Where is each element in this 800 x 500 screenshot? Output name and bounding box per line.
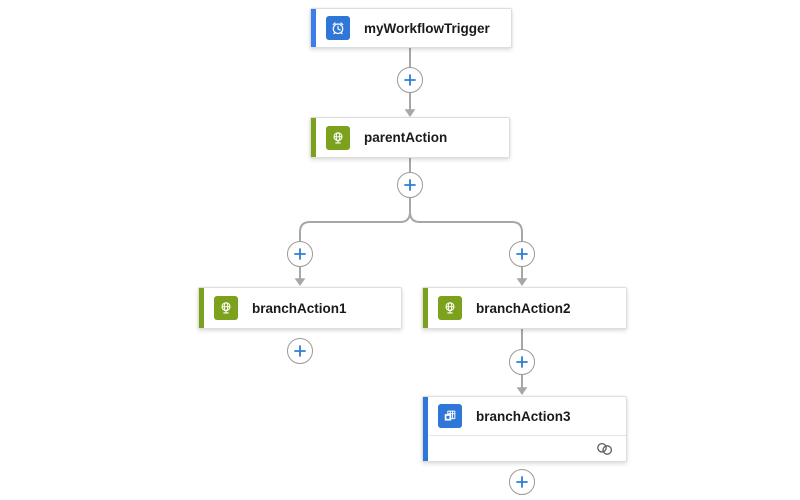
insert-step-button-branch-left[interactable]: [287, 241, 313, 267]
node-label: myWorkflowTrigger: [364, 20, 490, 36]
http-globe-icon: [214, 296, 238, 320]
insert-step-button-after-parent-action[interactable]: [397, 172, 423, 198]
workflow-node-branch-action-2[interactable]: branchAction2: [422, 287, 627, 329]
node-accent-bar: [423, 397, 428, 461]
insert-step-button-after-branch-action-1[interactable]: [287, 338, 313, 364]
node-row: branchAction2: [423, 296, 626, 320]
workflow-node-parent-action[interactable]: parentAction: [310, 117, 510, 158]
connections-icon: [595, 441, 614, 457]
insert-step-button-branch-right[interactable]: [509, 241, 535, 267]
http-globe-icon: [438, 296, 462, 320]
node-row: myWorkflowTrigger: [311, 16, 511, 40]
node-accent-bar: [311, 9, 316, 47]
node-accent-bar: [199, 288, 204, 328]
node-accent-bar: [423, 288, 428, 328]
recurrence-clock-icon: [326, 16, 350, 40]
node-label: branchAction1: [252, 300, 347, 316]
node-label: branchAction3: [476, 408, 571, 424]
node-row: branchAction3: [423, 397, 626, 435]
node-accent-bar: [311, 118, 316, 157]
workflow-node-branch-action-1[interactable]: branchAction1: [198, 287, 402, 329]
insert-step-button-after-trigger[interactable]: [397, 67, 423, 93]
workflow-node-trigger[interactable]: myWorkflowTrigger: [310, 8, 512, 48]
insert-step-button-after-branch-action-2[interactable]: [509, 349, 535, 375]
workflow-node-branch-action-3[interactable]: branchAction3: [422, 396, 627, 462]
http-globe-icon: [326, 125, 350, 150]
insert-step-button-after-branch-action-3[interactable]: [509, 469, 535, 495]
node-label: parentAction: [364, 130, 448, 145]
node-footer: [423, 435, 626, 461]
node-row: branchAction1: [199, 296, 401, 320]
node-label: branchAction2: [476, 300, 571, 316]
outlook-icon: [438, 404, 462, 429]
node-row: parentAction: [311, 125, 509, 150]
